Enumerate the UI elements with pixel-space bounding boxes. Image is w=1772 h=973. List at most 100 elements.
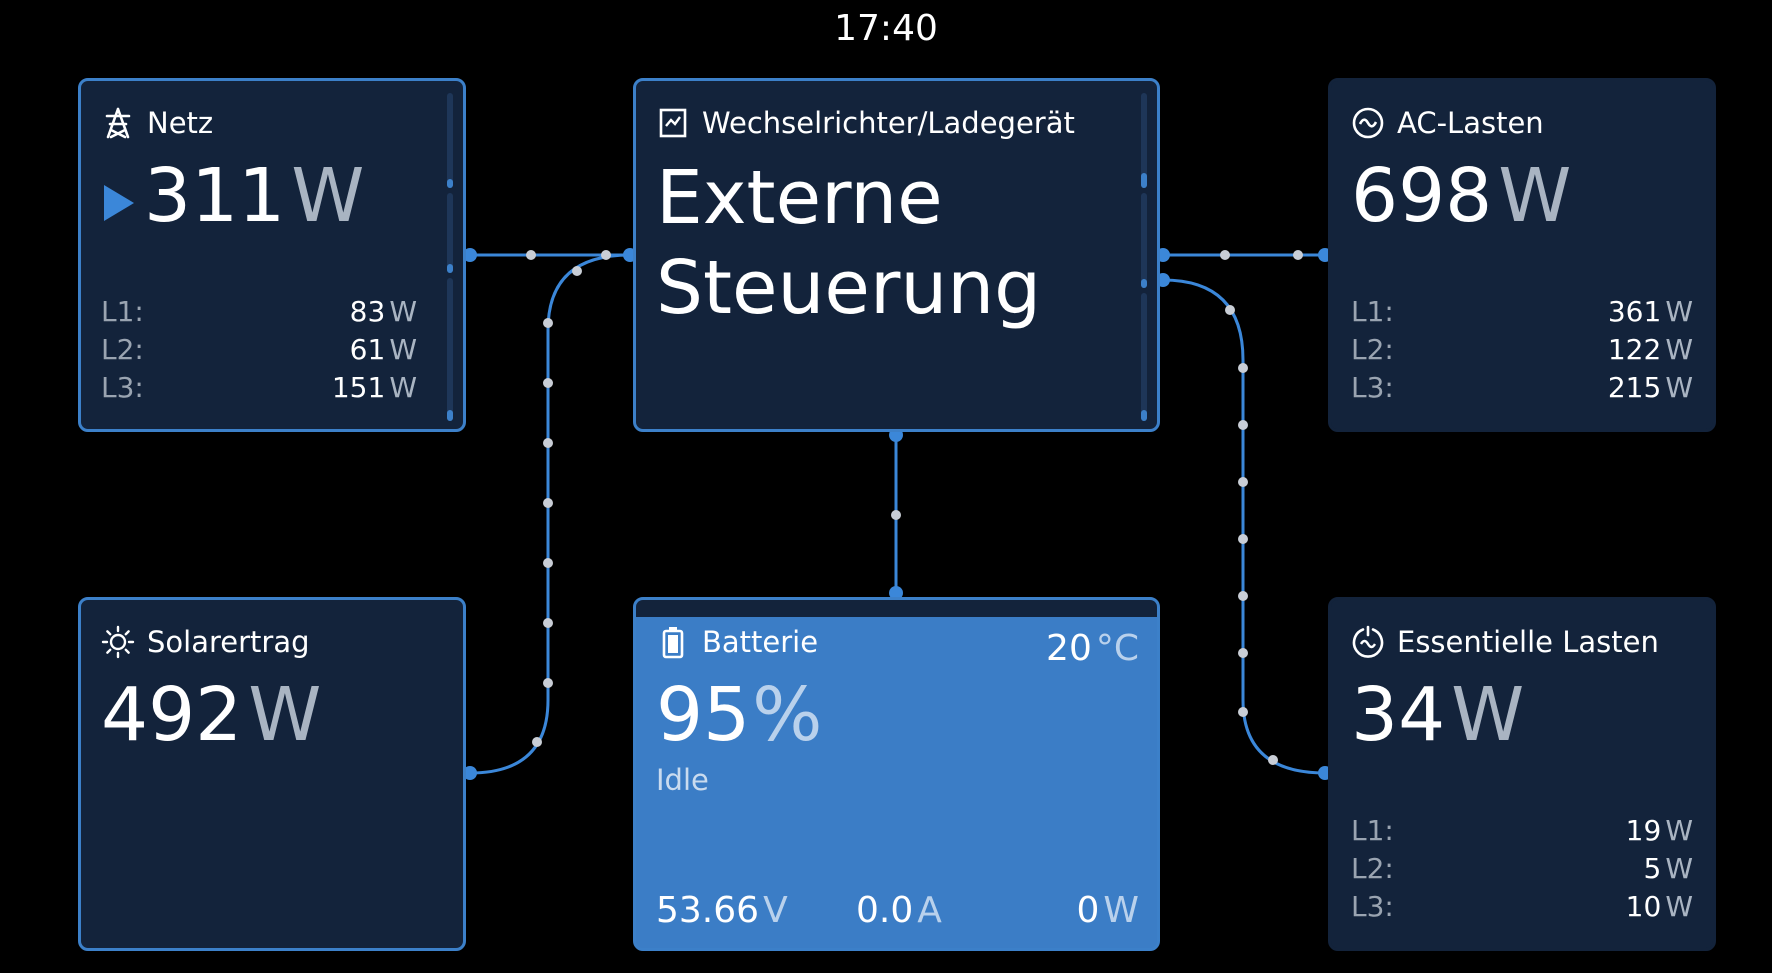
battery-soc: 95% <box>656 678 823 752</box>
solar-power: 492W <box>101 678 321 752</box>
grid-header: Netz <box>101 105 213 141</box>
battery-icon <box>662 627 684 659</box>
inverter-state-line2: Steuerung <box>656 245 1042 331</box>
battery-soc-value: 95 <box>656 672 751 758</box>
phase-value: 61 <box>349 332 386 366</box>
battery-soc-remaining <box>636 600 1157 617</box>
phase-label: L2: <box>1351 851 1394 885</box>
phase-value: 5 <box>1643 851 1662 885</box>
phase-value: 122 <box>1607 332 1662 366</box>
battery-title: Batterie <box>702 625 819 659</box>
phase-unit: W <box>389 370 417 404</box>
battery-soc-unit: % <box>752 672 823 758</box>
phase-label: L3: <box>1351 370 1394 404</box>
phase-unit: W <box>1665 889 1693 923</box>
inverter-icon <box>659 108 687 138</box>
phase-value: 10 <box>1625 889 1662 923</box>
phase-value: 151 <box>331 370 386 404</box>
inverter-scrollbar[interactable] <box>1141 193 1147 288</box>
battery-power-value: 0 <box>1076 890 1100 931</box>
solar-header: Solarertrag <box>101 624 310 660</box>
battery-header: Batterie <box>656 624 818 660</box>
inverter-scrollbar[interactable] <box>1141 93 1147 188</box>
solar-card[interactable]: Solarertrag 492W <box>78 597 466 951</box>
sun-icon <box>101 625 135 659</box>
ac-loads-power: 698W <box>1351 159 1571 233</box>
grid-scrollbar[interactable] <box>447 278 453 421</box>
wire-solar-inverter <box>469 253 631 775</box>
phase-unit: W <box>1665 813 1693 847</box>
battery-power-unit: W <box>1103 890 1139 931</box>
phase-value: 19 <box>1625 813 1662 847</box>
ac-loads-power-value: 698 <box>1351 153 1493 239</box>
inverter-card[interactable]: Wechselrichter/Ladegerät Externe Steueru… <box>633 78 1160 432</box>
phase-label: L3: <box>101 370 144 404</box>
essential-loads-power-unit: W <box>1451 672 1525 758</box>
phase-label: L3: <box>1351 889 1394 923</box>
phase-label: L2: <box>1351 332 1394 366</box>
phase-unit: W <box>389 332 417 366</box>
phase-value: 361 <box>1607 294 1662 328</box>
inverter-title: Wechselrichter/Ladegerät <box>702 106 1075 140</box>
inverter-scrollbar[interactable] <box>1141 293 1147 421</box>
battery-temperature: 20°C <box>1046 628 1139 669</box>
ac-wave-icon <box>1352 107 1384 139</box>
essential-loads-header: Essentielle Lasten <box>1351 624 1659 660</box>
phase-label: L1: <box>1351 294 1394 328</box>
grid-import-arrow-icon <box>104 185 134 221</box>
grid-power-unit: W <box>291 153 365 239</box>
battery-current-unit: A <box>917 890 942 931</box>
status-clock: 17:40 <box>834 8 938 49</box>
solar-power-value: 492 <box>101 672 243 758</box>
essential-loads-power: 34W <box>1351 678 1524 752</box>
ac-loads-power-unit: W <box>1498 153 1572 239</box>
inverter-state-line1: Externe <box>656 155 943 241</box>
phase-unit: W <box>1665 294 1693 328</box>
phase-label: L1: <box>101 294 144 328</box>
grid-power-value: 311 <box>144 153 286 239</box>
phase-unit: W <box>1665 370 1693 404</box>
essential-loads-icon <box>1352 625 1384 658</box>
battery-current-value: 0.0 <box>856 890 914 931</box>
power-pylon-icon <box>105 107 131 139</box>
solar-title: Solarertrag <box>147 625 310 659</box>
ac-loads-title: AC-Lasten <box>1397 106 1544 140</box>
battery-voltage-unit: V <box>763 890 788 931</box>
battery-voltage-value: 53.66 <box>656 890 760 931</box>
battery-state: Idle <box>656 763 709 797</box>
phase-value: 83 <box>349 294 386 328</box>
phase-value: 215 <box>1607 370 1662 404</box>
grid-scrollbar[interactable] <box>447 93 453 188</box>
grid-scrollbar[interactable] <box>447 193 453 273</box>
phase-unit: W <box>1665 332 1693 366</box>
essential-loads-title: Essentielle Lasten <box>1397 625 1659 659</box>
phase-unit: W <box>389 294 417 328</box>
phase-unit: W <box>1665 851 1693 885</box>
battery-temperature-unit: °C <box>1095 628 1139 669</box>
battery-temperature-value: 20 <box>1046 628 1092 669</box>
phase-label: L1: <box>1351 813 1394 847</box>
grid-title: Netz <box>147 106 214 140</box>
ac-loads-header: AC-Lasten <box>1351 105 1544 141</box>
essential-loads-power-value: 34 <box>1351 672 1446 758</box>
solar-power-unit: W <box>248 672 322 758</box>
